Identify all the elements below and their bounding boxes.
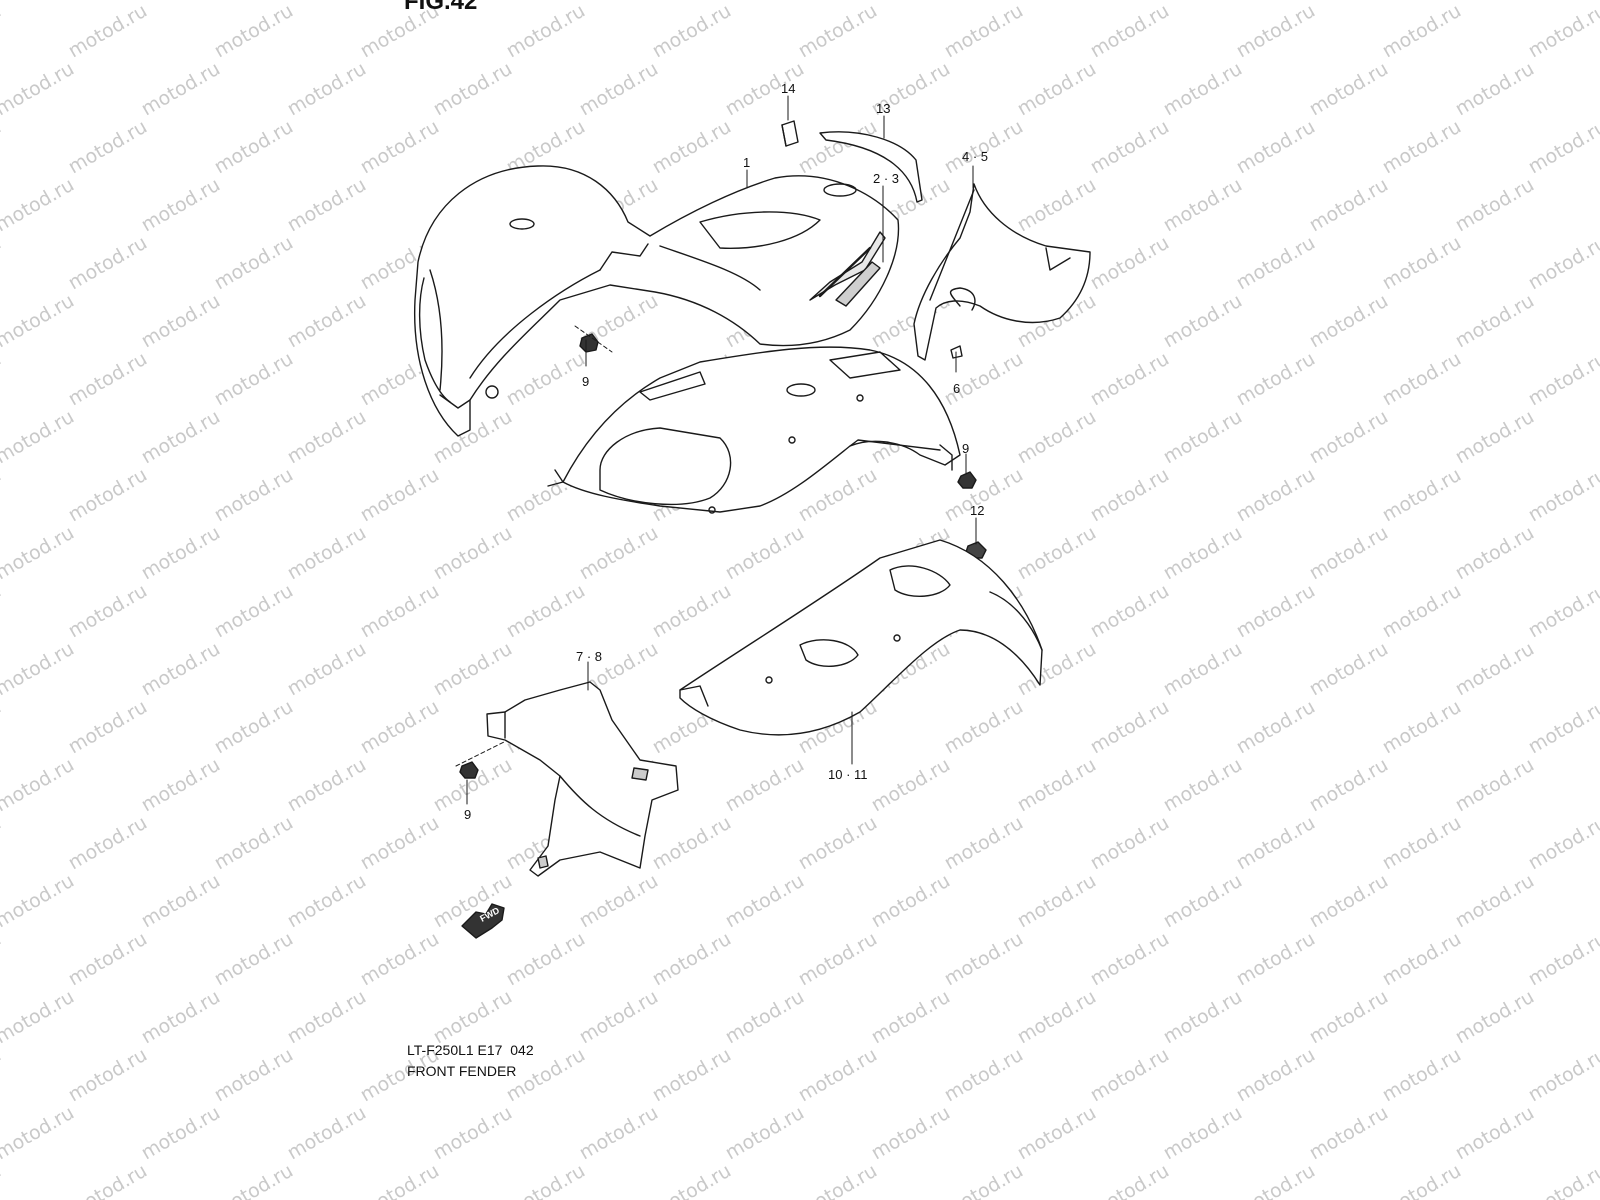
part-9-clip-a: [579, 333, 599, 353]
callout-7-8: 7 · 8: [576, 649, 603, 664]
caption: LT-F250L1 E17 042 FRONT FENDER: [407, 1040, 534, 1082]
fender-center-body: [547, 346, 961, 514]
callout-2-3: 2 · 3: [873, 171, 900, 186]
leader-lines: [455, 95, 977, 805]
part-9-clip-c: [459, 761, 479, 779]
part-2-3-emblem: [835, 261, 881, 307]
callout-9-c: 9: [464, 807, 472, 822]
callout-6: 6: [953, 381, 961, 396]
callout-9-b: 9: [962, 441, 970, 456]
caption-name: FRONT FENDER: [407, 1063, 517, 1079]
part-7-8-mud-guard: [486, 681, 679, 877]
part-10-11-lower-fender: [679, 539, 1043, 736]
callout-4-5: 4 · 5: [962, 149, 989, 164]
callout-10-11: 10 · 11: [828, 767, 868, 782]
callout-13: 13: [876, 101, 891, 116]
part-14-plug: [781, 120, 799, 147]
figure-title: FIG.42: [404, 0, 478, 15]
callout-12: 12: [970, 503, 985, 518]
caption-model: LT-F250L1 E17 042: [407, 1042, 534, 1058]
part-1-front-fender: [413, 165, 900, 437]
part-13-trim-strip: [819, 131, 923, 203]
part-9-clip-b: [957, 471, 977, 489]
part-4-5-side-panel: [913, 183, 1091, 361]
callout-1: 1: [743, 155, 751, 170]
callout-14: 14: [781, 81, 796, 96]
fwd-arrow: [461, 903, 505, 939]
callout-9-a: 9: [582, 374, 590, 389]
